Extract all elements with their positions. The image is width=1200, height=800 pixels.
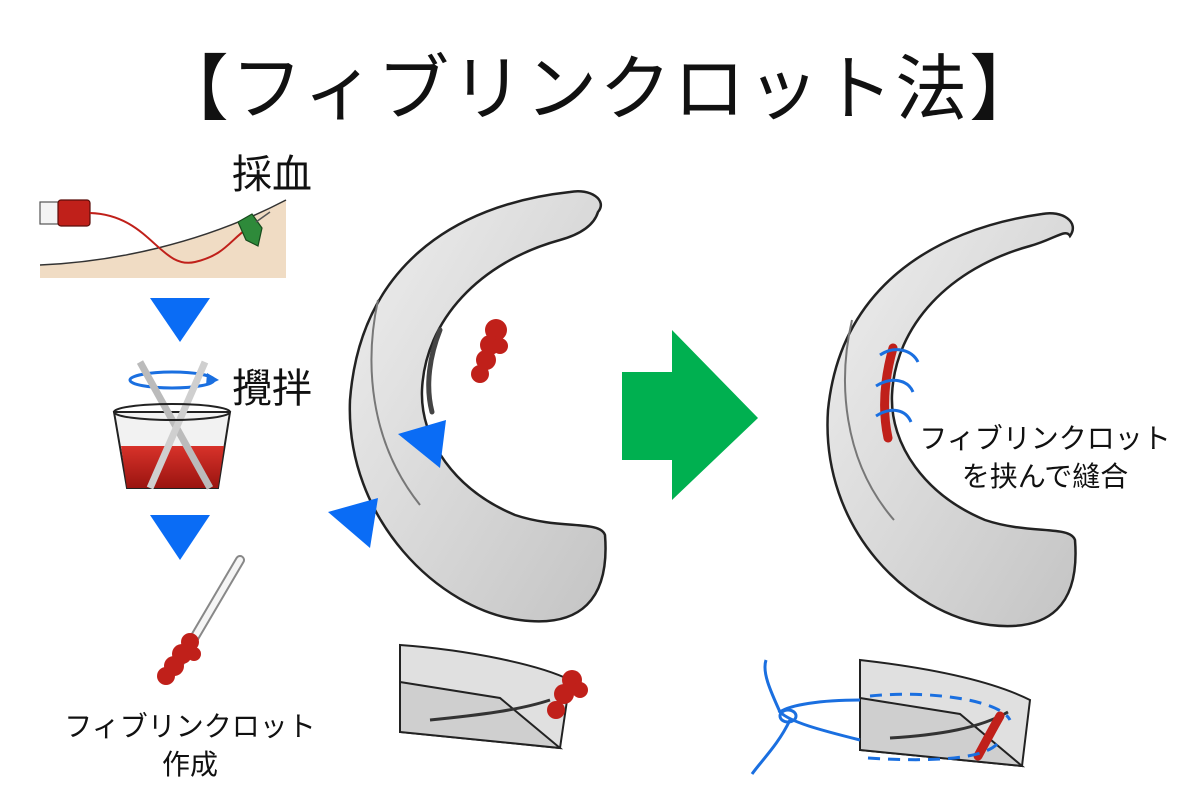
meniscus-after-illustration: [826, 211, 1077, 628]
blood-in-cup: [121, 446, 224, 488]
cup-rim: [113, 403, 231, 421]
meniscus-left: [348, 189, 607, 623]
step-label-clot-made-line2: 作成: [161, 748, 218, 781]
step-label-clot-made: フィブリンクロット 作成: [40, 708, 340, 784]
result-label-line1: フィブリンクロット: [919, 422, 1171, 455]
meniscus-right: [826, 211, 1077, 628]
meniscus-tear: [426, 327, 443, 415]
suture-thread: [750, 659, 1012, 775]
blood-line-tube: [89, 212, 249, 264]
meniscus-before-illustration: [328, 189, 607, 623]
insert-arrow-icon-2: [328, 498, 378, 548]
blood-tube: [57, 199, 91, 227]
stir-arrowhead-icon: [206, 373, 219, 386]
fibrin-clot-rod-illustration: [157, 555, 245, 685]
step-label-stir: 攪拌: [232, 366, 312, 412]
meniscus-right-inner-line: [844, 319, 895, 521]
down-arrow-icon-1: [150, 298, 210, 342]
result-label-line2: を挟んで縫合: [961, 460, 1129, 493]
stirring-cup-illustration: [112, 360, 232, 490]
clot-sutured: [880, 343, 898, 443]
blood-draw-illustration: [39, 199, 287, 278]
stir-rod-2: [146, 360, 209, 490]
fibrin-clot: [157, 633, 201, 685]
cross-section-after: [750, 658, 1032, 775]
clot-section-right: [973, 711, 1005, 761]
meniscus-left-inner-line: [370, 299, 421, 506]
needle-holder-icon: [237, 213, 263, 247]
result-label: フィブリンクロット を挟んで縫合: [880, 420, 1200, 496]
suture-loops: [875, 348, 920, 423]
step-label-clot-made-line1: フィブリンクロット: [64, 710, 316, 743]
needle-icon: [255, 211, 271, 223]
insert-arrow-icon-1: [398, 420, 446, 468]
clot-section-left: [547, 670, 588, 719]
arm-skin-shape: [40, 200, 286, 278]
page-title: 【フィブリンクロット法】: [156, 47, 1044, 131]
down-arrow-icon-2: [150, 515, 210, 560]
section-tear-line: [429, 698, 551, 722]
process-arrow-icon: [622, 330, 758, 500]
cross-section-before: [399, 643, 588, 750]
clot-placed-left: [471, 319, 508, 383]
step-label-blood-draw: 採血: [232, 152, 312, 198]
